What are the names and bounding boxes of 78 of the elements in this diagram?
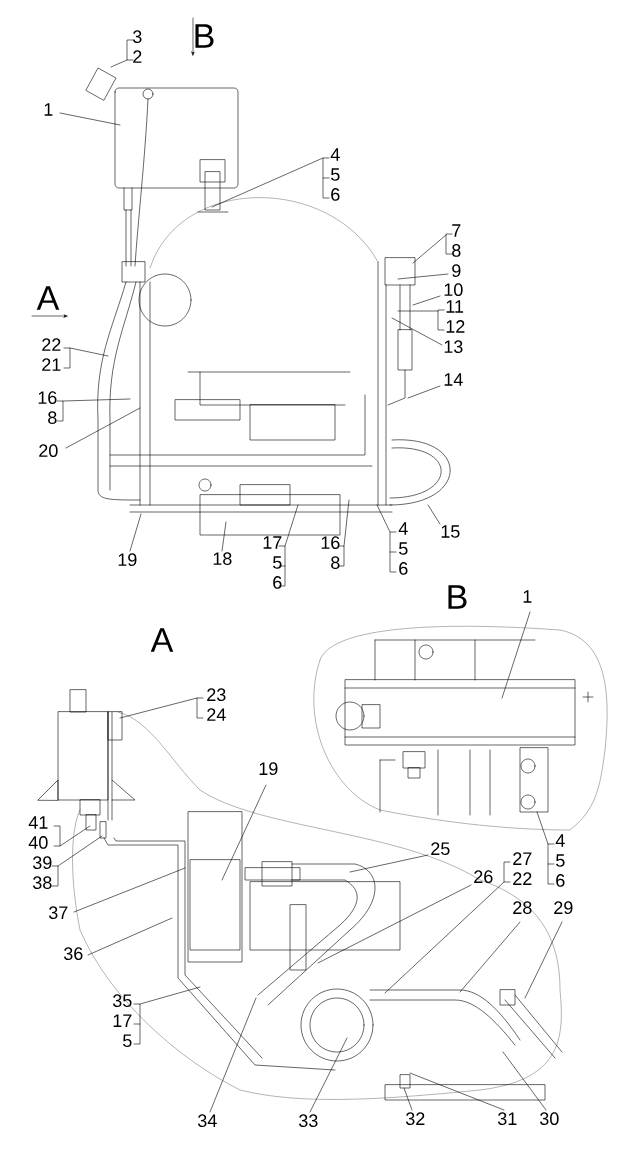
leader-line xyxy=(409,1072,505,1111)
callout-number: 22 21 xyxy=(42,338,61,371)
callout-number: 37 xyxy=(49,906,68,920)
leader-line xyxy=(73,867,186,913)
leader-line xyxy=(221,784,267,881)
leader-line xyxy=(403,1087,413,1111)
callout-number: 13 xyxy=(444,340,463,354)
callout-number: 31 xyxy=(498,1112,517,1126)
leader-line xyxy=(57,835,103,867)
callout-number: 36 xyxy=(64,947,83,961)
callout-number: 10 xyxy=(444,283,463,297)
leader-line xyxy=(427,504,441,525)
leader-line xyxy=(407,385,441,399)
callout-number: 16 8 xyxy=(321,536,340,570)
leader-line xyxy=(59,825,91,847)
callout-number: 25 xyxy=(431,842,450,856)
callout-number: 7 8 xyxy=(452,224,461,257)
callout-number: 4 5 6 xyxy=(330,148,340,201)
callout-number: 39 38 xyxy=(33,856,52,890)
leader-line xyxy=(211,157,324,208)
callout-number: 30 xyxy=(540,1112,559,1126)
callout-number: 41 40 xyxy=(28,816,48,849)
callout-number: 3 2 xyxy=(133,30,142,63)
leader-line xyxy=(397,273,449,280)
view-label: A xyxy=(36,286,60,310)
callout-number: 14 xyxy=(444,373,463,386)
callout-number: 4 5 6 xyxy=(398,522,408,575)
callout-number: 1 xyxy=(44,103,53,116)
leader-line xyxy=(284,504,299,547)
leader-line xyxy=(119,697,198,719)
callout-number: 33 xyxy=(299,1114,318,1128)
callout-number: 15 xyxy=(441,525,460,538)
callout-number: 18 xyxy=(213,552,232,566)
leader-line xyxy=(502,1051,547,1111)
view-label: A xyxy=(150,628,174,652)
callout-number: 9 xyxy=(452,264,461,278)
leader-line xyxy=(62,398,131,402)
callout-number: 26 xyxy=(474,870,493,884)
callout-number: 27 22 xyxy=(513,852,532,885)
leader-line xyxy=(412,295,441,306)
leader-line xyxy=(129,513,142,552)
view-label: B xyxy=(195,24,214,48)
callout-number: 19 xyxy=(118,553,137,567)
callout-number: 34 xyxy=(198,1114,217,1128)
leader-line xyxy=(384,881,505,994)
leader-line xyxy=(69,347,109,357)
callout-number: 28 xyxy=(513,901,532,915)
callout-number: 32 xyxy=(406,1112,425,1126)
leader-line xyxy=(536,811,549,845)
callout-number: 19 xyxy=(259,762,278,776)
leader-line xyxy=(110,59,128,68)
callout-number: 29 xyxy=(554,901,573,915)
leader-line xyxy=(459,921,521,993)
callout-number: 35 17 5 xyxy=(113,994,132,1048)
callout-number: 4 5 6 xyxy=(555,834,565,887)
leader-line xyxy=(349,854,429,873)
callout-number: 1 xyxy=(523,590,532,603)
leader-line xyxy=(65,407,141,449)
callout-number: 17 5 6 xyxy=(263,536,282,589)
leader-line xyxy=(87,917,173,956)
leader-line xyxy=(524,921,563,999)
leader-line xyxy=(209,997,257,1113)
callout-number: 11 12 xyxy=(446,300,465,333)
leader-line xyxy=(397,310,439,312)
leader-line xyxy=(501,611,531,699)
leader-line xyxy=(391,317,443,346)
leader-line xyxy=(317,884,472,964)
callout-number: 16 8 xyxy=(38,391,57,425)
leader-line xyxy=(221,521,227,552)
leader-line xyxy=(376,504,391,533)
view-label: B xyxy=(448,585,467,609)
leader-line xyxy=(412,234,447,264)
callout-number: 20 xyxy=(39,444,58,458)
leader-line xyxy=(59,112,121,126)
callout-number: 23 24 xyxy=(207,688,226,721)
leader-line xyxy=(309,1037,348,1113)
leader-line xyxy=(343,499,350,547)
leader-line xyxy=(139,986,201,1005)
